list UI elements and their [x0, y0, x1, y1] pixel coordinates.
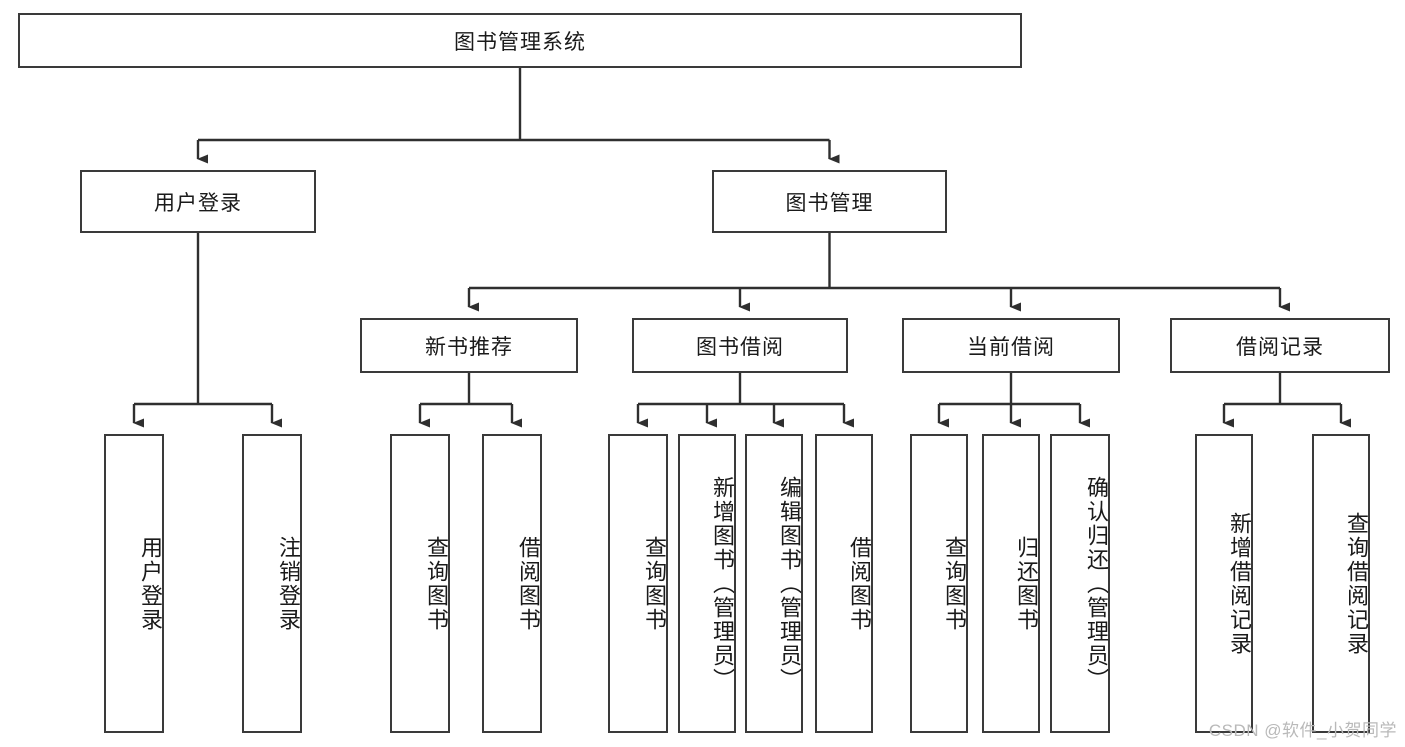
node-label: 编辑图书（管理员） [777, 475, 802, 692]
node-user-login[interactable]: 用户登录 [80, 170, 316, 233]
node-label: 查询图书 [424, 535, 449, 632]
node-label: 用户登录 [138, 535, 163, 632]
node-borrow-record[interactable]: 借阅记录 [1170, 318, 1390, 373]
node-leaf-bb-add[interactable]: 新增图书（管理员） [678, 434, 736, 733]
node-leaf-logout[interactable]: 注销登录 [242, 434, 302, 733]
node-label: 图书管理系统 [454, 30, 586, 54]
node-leaf-bb-edit[interactable]: 编辑图书（管理员） [745, 434, 803, 733]
node-label: 图书借阅 [696, 335, 784, 359]
node-label: 借阅记录 [1236, 335, 1324, 359]
node-leaf-br-add[interactable]: 新增借阅记录 [1195, 434, 1253, 733]
node-leaf-cb-query[interactable]: 查询图书 [910, 434, 968, 733]
node-label: 借阅图书 [847, 535, 872, 632]
node-leaf-bb-query[interactable]: 查询图书 [608, 434, 668, 733]
node-label: 新增图书（管理员） [710, 475, 735, 692]
node-book-borrow[interactable]: 图书借阅 [632, 318, 848, 373]
node-new-book-rec[interactable]: 新书推荐 [360, 318, 578, 373]
node-leaf-rec-borrow[interactable]: 借阅图书 [482, 434, 542, 733]
connector-paths [132, 68, 1351, 428]
node-leaf-user-login[interactable]: 用户登录 [104, 434, 164, 733]
node-label: 用户登录 [154, 191, 242, 215]
node-label: 查询图书 [642, 535, 667, 632]
node-root[interactable]: 图书管理系统 [18, 13, 1022, 68]
node-book-manage[interactable]: 图书管理 [712, 170, 947, 233]
node-leaf-bb-borrow[interactable]: 借阅图书 [815, 434, 873, 733]
node-label: 新增借阅记录 [1227, 511, 1252, 656]
node-label: 注销登录 [276, 535, 301, 632]
node-label: 查询借阅记录 [1344, 511, 1369, 656]
node-label: 归还图书 [1014, 535, 1039, 632]
node-leaf-rec-query[interactable]: 查询图书 [390, 434, 450, 733]
node-label: 图书管理 [785, 191, 874, 215]
node-leaf-cb-return[interactable]: 归还图书 [982, 434, 1040, 733]
node-leaf-cb-confirm[interactable]: 确认归还（管理员） [1050, 434, 1110, 733]
node-label: 查询图书 [942, 535, 967, 632]
node-leaf-br-query[interactable]: 查询借阅记录 [1312, 434, 1370, 733]
node-current-borrow[interactable]: 当前借阅 [902, 318, 1120, 373]
node-label: 当前借阅 [967, 335, 1055, 359]
node-label: 确认归还（管理员） [1084, 475, 1109, 692]
node-label: 借阅图书 [516, 535, 541, 632]
node-label: 新书推荐 [425, 335, 513, 359]
